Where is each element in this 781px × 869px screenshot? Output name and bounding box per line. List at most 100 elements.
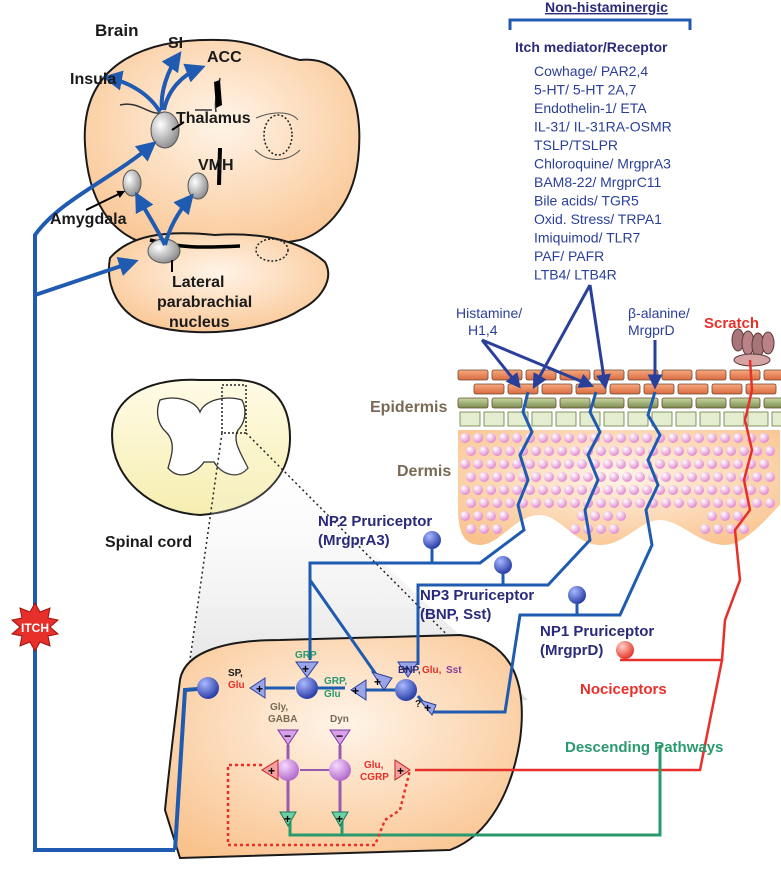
balanine-label-2: MrgprD [628,322,675,338]
np1-fiber [430,391,662,714]
dermis-cell [486,485,496,495]
basal-cell [555,411,577,427]
dermis-cell [486,433,496,443]
dermis-cell [726,446,736,456]
np2-label-2: (MrgprA3) [318,532,390,549]
dermis-cell [713,498,723,508]
dermis-cell [603,433,613,443]
dermis-cell [713,524,723,534]
dermis-cell [746,485,756,495]
balanine-label-1: β-alanine/ [628,305,690,321]
zoom-line-left [184,432,223,696]
dermis-cell [596,446,606,456]
scratch-fiber [415,359,754,772]
dermis-cell [512,433,522,443]
acc-label: ACC [207,49,242,66]
dermis-cell [609,524,619,534]
epidermis-layer [457,369,781,427]
mediator-bracket [508,18,692,30]
dermis-cell [544,446,554,456]
basal-cell [531,411,553,427]
dermis-cell [668,485,678,495]
dermis-cell [733,511,743,521]
dermis-cell [603,459,613,469]
dermis-cell [668,459,678,469]
dermis-cell [577,433,587,443]
synapse-signs: + + + + + + − − + + + + [256,662,431,826]
svg-text:+: + [403,662,410,676]
synapse-grp [295,661,319,678]
epidermis-cell [695,397,727,409]
dermis-cell [531,498,541,508]
mediator-item: Imiquimod/ TLR7 [534,230,641,246]
synapse-bnp [397,661,419,678]
brain-lobe-lines [254,112,301,160]
dermis-cell [603,485,613,495]
dermis-cell [733,485,743,495]
mediator-item: PAF/ PAFR [534,248,604,264]
epidermis-cell [745,383,777,395]
dermis-cell [492,524,502,534]
svg-text:−: − [284,729,291,743]
mediator-item: Chloroquine/ MrgprA3 [534,156,671,172]
dermis-cell [700,472,710,482]
dermis-cell [486,459,496,469]
dermis-cell [499,511,509,521]
dermis-cell [577,459,587,469]
dermis-cell [720,433,730,443]
svg-text:+: + [374,675,381,689]
dermis-cell [473,433,483,443]
epidermis-cell [729,369,761,381]
dermis-cell [707,433,717,443]
dermis-cell [505,446,515,456]
dermis-cell [681,459,691,469]
dermis-cell [531,472,541,482]
thalamus-pointer [171,121,185,131]
synapse-sp [249,677,266,699]
dermis-cell [499,433,509,443]
ascending-pathways [33,51,206,852]
epidermis-cell [643,383,675,395]
dermis-cell [505,498,515,508]
svg-text:+: + [397,764,404,778]
dermis-cell [609,472,619,482]
synapse-gly [277,729,299,746]
dermis-cell [687,446,697,456]
dermis-cell [759,459,769,469]
np1-soma [568,586,586,604]
svg-text:+: + [256,682,263,696]
epidermis-label: Epidermis [370,399,447,416]
dermis-cell [765,472,775,482]
np3-fiber [416,391,602,665]
epidermis-cell [507,383,539,395]
vmh-node [187,172,209,200]
grp-glu-neuron [395,679,417,701]
dermis-cell [752,472,762,482]
spinal-title: Spinal cord [105,534,192,551]
dermis-cell [629,433,639,443]
dermis-cell [622,446,632,456]
epidermis-cell [559,397,591,409]
mediator-item: IL-31/ IL-31RA-OSMR [534,119,672,135]
np2-label-1: NP2 Pruriceptor [318,513,432,530]
zoom-fan [185,433,528,700]
dermis-cell [668,433,678,443]
dermis-cell [460,485,470,495]
dermis-cell [577,485,587,495]
dermis-cell [570,472,580,482]
dermis-cell [700,524,710,534]
sp-label: SP, [228,668,243,679]
epidermis-cell [661,397,693,409]
dermis-cell [752,446,762,456]
dermis-cell [700,446,710,456]
basal-cell [723,411,745,427]
dermis-cell [681,433,691,443]
synapse-dyn [329,729,351,746]
dermis-cell [616,511,626,521]
synapses [249,661,437,828]
dermis-cell [583,472,593,482]
dermis-cell [635,472,645,482]
dermis-cell [479,524,489,534]
dermis-cell [486,511,496,521]
dermis-cell [557,446,567,456]
